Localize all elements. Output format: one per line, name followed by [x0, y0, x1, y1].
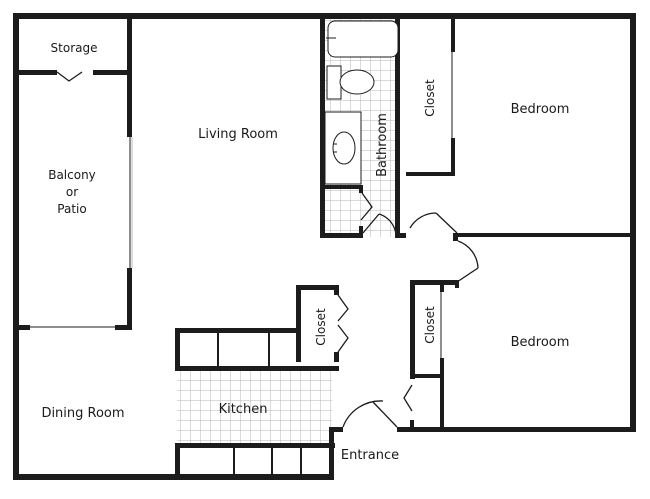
room-label-living-room: Living Room — [198, 127, 278, 143]
room-label-closet-top: Closet — [422, 79, 437, 117]
room-label-bedroom-top: Bedroom — [510, 102, 570, 118]
sink-icon — [332, 131, 356, 165]
toilet-bowl-icon — [339, 69, 375, 95]
kitchen-tile-floor — [177, 370, 332, 444]
room-label-bedroom-bottom: Bedroom — [510, 335, 570, 351]
room-label-entrance: Entrance — [340, 448, 400, 464]
room-label-bathroom: Bathroom — [375, 113, 391, 177]
room-label-closet-right: Closet — [422, 306, 437, 344]
room-label-patio: Patio — [57, 201, 87, 216]
walls — [13, 13, 636, 480]
toilet-tank-icon — [326, 65, 342, 100]
room-label-closet-middle: Closet — [313, 308, 328, 346]
bathtub-icon — [327, 20, 399, 58]
room-label-dining-room: Dining Room — [41, 406, 125, 422]
room-label-balcony: Balcony — [48, 167, 96, 182]
room-label-balcony-or: or — [65, 184, 79, 199]
bathroom-fixtures — [324, 20, 399, 185]
thin-lines — [30, 52, 453, 358]
room-label-kitchen: Kitchen — [218, 402, 268, 418]
doors — [56, 71, 479, 428]
room-label-storage: Storage — [50, 40, 98, 55]
